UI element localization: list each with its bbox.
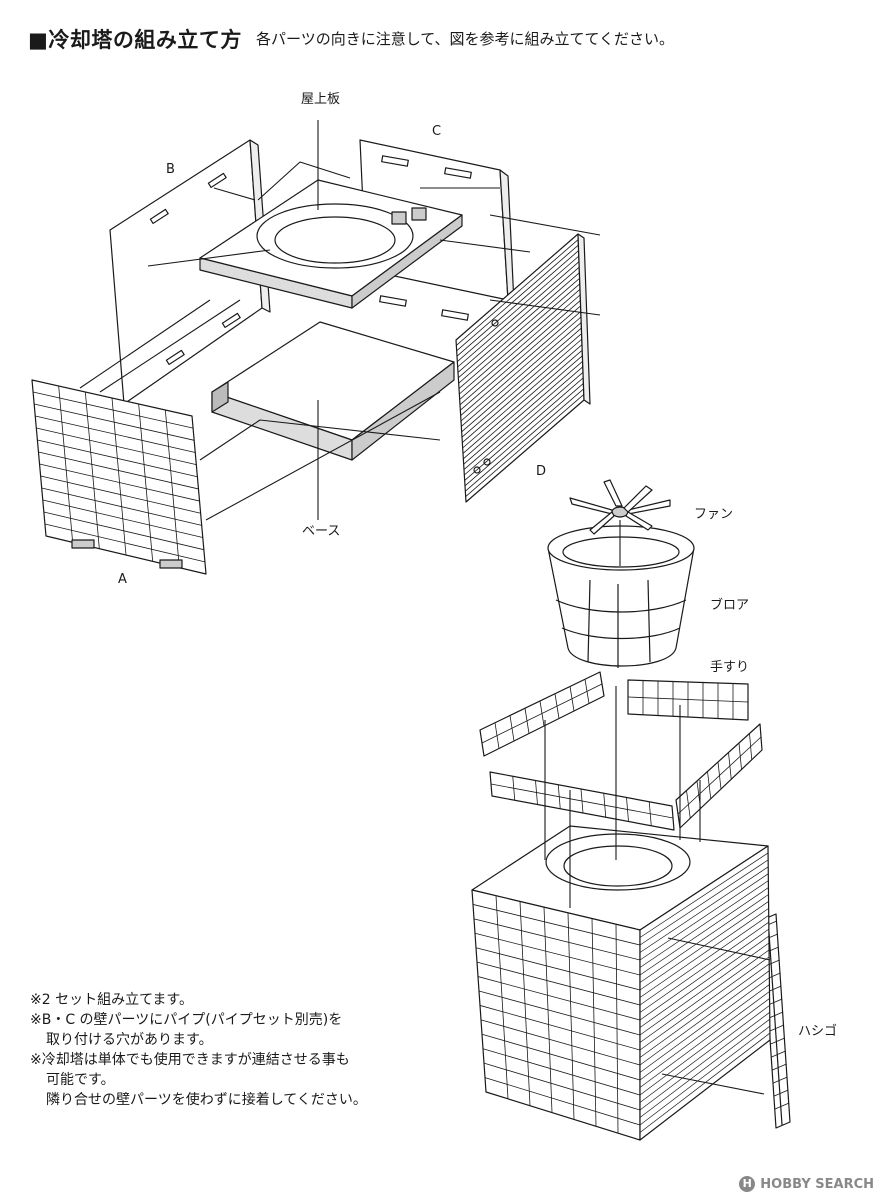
wall-a [31,379,207,575]
note-line: ※冷却塔は単体でも使用できますが連結させる事も [30,1052,350,1068]
label-base: ベース [302,524,341,539]
fan [569,479,671,535]
page-title: ■冷却塔の組み立て方 [28,28,242,52]
label-blower: ブロア [710,598,750,613]
label-fan: ファン [694,507,734,522]
roof-plate [199,179,463,309]
label-roof-plate: 屋上板 [301,92,341,107]
tower-body [471,825,771,1141]
note-line: 隣り合せの壁パーツを使わずに接着してください。 [46,1092,367,1108]
assembly-arrows-bottom [544,520,771,1095]
hobby-search-logo-icon: H [739,1176,756,1192]
assembly-arrows-top [79,120,601,521]
handrails [479,671,763,831]
wall-d [455,233,591,503]
label-a: A [118,572,127,587]
page-header: ■冷却塔の組み立て方 各パーツの向きに注意して、図を参考に組み立ててください。 [28,24,868,52]
assembly-notes: ※2 セット組み立てます。 ※B・C の壁パーツにパイプ(パイプセット別売)を … [30,990,450,1110]
blower [547,525,695,668]
watermark-text: HOBBY SEARCH [760,1176,874,1192]
note-line: ※2 セット組み立てます。 [30,992,193,1008]
label-c: C [432,124,442,139]
label-d: D [536,464,547,479]
note-line: ※B・C の壁パーツにパイプ(パイプセット別売)を [30,1012,343,1028]
label-b: B [166,162,175,177]
base-plate [211,321,455,461]
page-subtitle: 各パーツの向きに注意して、図を参考に組み立ててください。 [256,30,675,48]
watermark: H HOBBY SEARCH [739,1176,874,1192]
note-line: 可能です。 [46,1072,115,1088]
label-ladder: ハシゴ [798,1024,838,1039]
note-line: 取り付ける穴があります。 [46,1032,213,1048]
label-handrail: 手すり [710,660,750,675]
